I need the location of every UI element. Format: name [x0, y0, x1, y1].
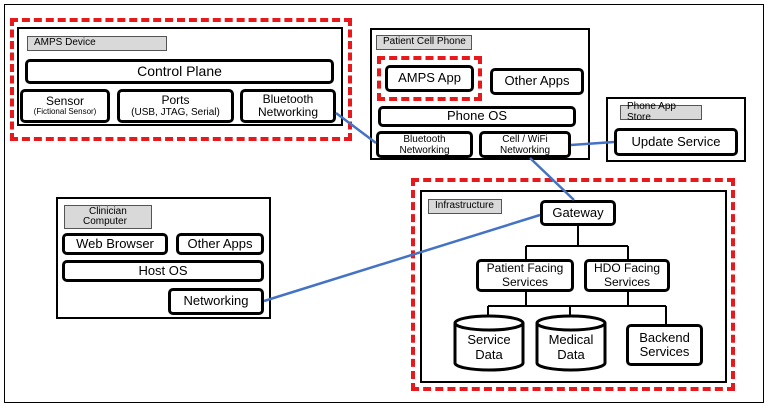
control-plane-box: Control Plane: [25, 59, 334, 84]
amps-app-label: AMPS App: [398, 70, 461, 86]
cell-wifi-label-line1: Cell / WiFi: [502, 133, 548, 145]
web-browser-box: Web Browser: [62, 233, 168, 255]
app-store-title: Phone App Store: [620, 101, 702, 122]
clinician-computer-title: Clinician Computer: [64, 205, 152, 229]
hdo-facing-label-line2: Services: [603, 274, 650, 289]
phone-bluetooth-label-line1: Bluetooth: [403, 133, 446, 145]
ports-box: Ports (USB, JTAG, Serial): [117, 89, 234, 123]
amps-device-title: AMPS Device: [27, 36, 167, 51]
phone-bluetooth-label-line2: Networking: [399, 144, 450, 156]
phone-os-label: Phone OS: [447, 108, 507, 124]
hdo-facing-label-line1: HDO Facing: [593, 261, 661, 276]
phone-other-apps-label: Other Apps: [504, 73, 570, 89]
phone-os-box: Phone OS: [378, 106, 576, 127]
phone-other-apps-box: Other Apps: [490, 68, 584, 95]
host-os-box: Host OS: [62, 260, 264, 282]
device-bluetooth-label-line1: Bluetooth: [262, 91, 314, 106]
amps-app-box: AMPS App: [385, 65, 474, 92]
host-os-label: Host OS: [138, 262, 188, 278]
clinician-networking-box: Networking: [168, 288, 264, 315]
phone-to-gateway-link: [529, 157, 575, 201]
diagram-frame: [4, 4, 764, 403]
ports-note: (USB, JTAG, Serial): [131, 107, 220, 119]
clinician-other-apps-label: Other Apps: [187, 235, 253, 251]
infrastructure-title: Infrastructure: [428, 199, 502, 214]
phone-to-app-store-link: [570, 140, 615, 147]
backend-label-line1: Backend: [639, 329, 690, 345]
service-data-label-line1: Service: [467, 332, 511, 347]
sensor-label: Sensor: [45, 94, 85, 108]
infrastructure-trust-boundary: [411, 178, 735, 391]
backend-services-box: Backend Services: [626, 324, 703, 366]
amps-app-trust-boundary: [377, 56, 482, 101]
medical-data-label: Medical Data: [534, 332, 608, 363]
ports-label: Ports: [161, 92, 190, 107]
service-data-cylinder: [453, 314, 525, 372]
sensor-note: (Fictional Sensor): [33, 107, 97, 117]
clinician-networking-label: Networking: [183, 293, 249, 309]
sensor-box: Sensor (Fictional Sensor): [20, 89, 110, 123]
clinician-to-gateway-link: [263, 213, 541, 303]
gateway-to-services-connector: [525, 226, 629, 259]
backend-label-line2: Services: [639, 344, 690, 359]
clinician-title-line1: Clinician: [89, 205, 127, 217]
cell-wifi-networking-box: Cell / WiFi Networking: [479, 131, 571, 158]
gateway-label: Gateway: [552, 204, 604, 220]
amps-device-trust-boundary: [10, 18, 352, 141]
patient-facing-services-box: Patient Facing Services: [476, 259, 574, 292]
control-plane-label: Control Plane: [137, 62, 222, 79]
service-data-label-line2: Data: [475, 346, 503, 362]
medical-data-label-line2: Data: [557, 346, 585, 362]
patient-facing-label-line1: Patient Facing: [486, 261, 564, 276]
patient-phone-title: Patient Cell Phone: [376, 35, 472, 50]
services-to-data-connector: [487, 292, 667, 324]
gateway-box: Gateway: [540, 200, 616, 226]
clinician-other-apps-box: Other Apps: [176, 233, 264, 255]
hdo-facing-services-box: HDO Facing Services: [584, 259, 670, 292]
web-browser-label: Web Browser: [76, 235, 154, 251]
phone-bluetooth-networking-box: Bluetooth Networking: [376, 131, 473, 158]
device-bluetooth-networking-box: Bluetooth Networking: [240, 89, 336, 123]
cell-wifi-label-line2: Networking: [499, 144, 551, 156]
service-data-label: Service Data: [452, 332, 526, 363]
patient-facing-label-line2: Services: [501, 274, 548, 289]
medical-data-label-line1: Medical: [548, 332, 594, 347]
device-to-phone-bluetooth-link: [335, 112, 377, 144]
device-bluetooth-label-line2: Networking: [257, 105, 319, 119]
clinician-title-line2: Computer: [83, 216, 127, 227]
update-service-label: Update Service: [631, 133, 721, 149]
medical-data-cylinder: [535, 314, 607, 372]
update-service-box: Update Service: [614, 128, 738, 156]
